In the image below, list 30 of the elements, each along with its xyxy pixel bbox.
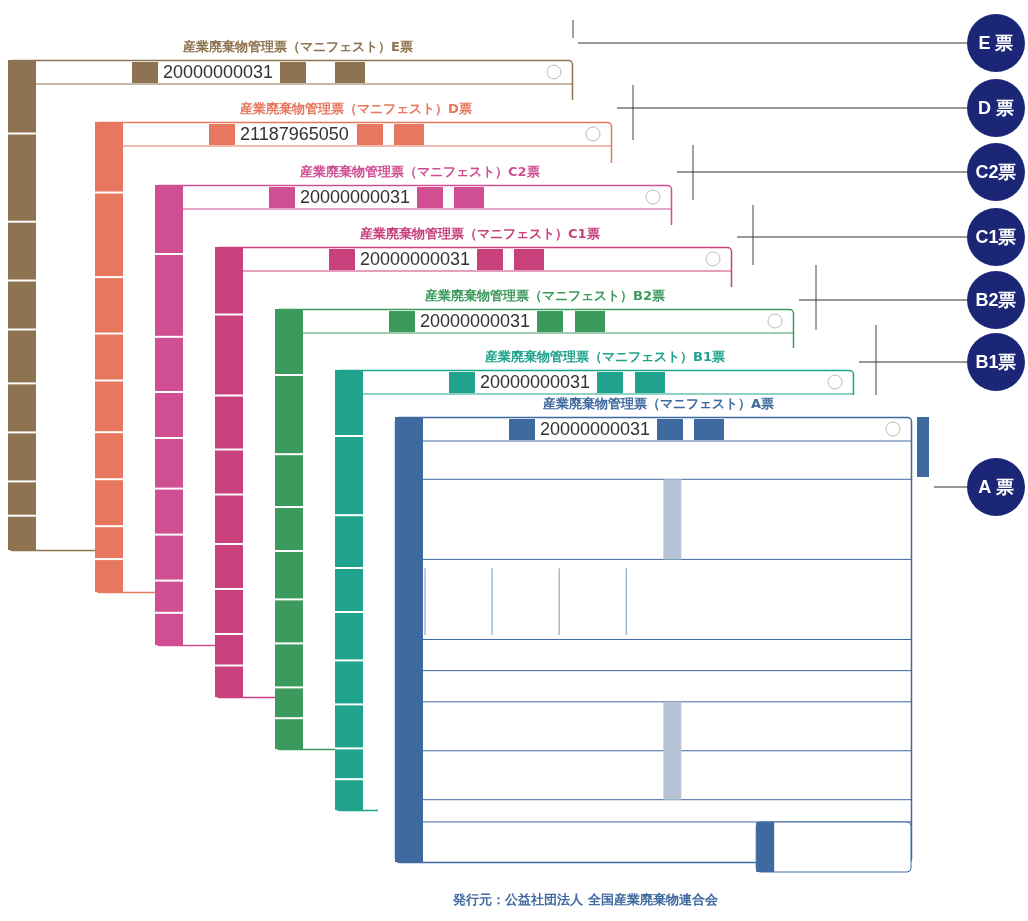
- sheet-title: 産業廃棄物管理票（マニフェスト）B1票: [485, 348, 725, 366]
- badge-circle: [967, 333, 1025, 391]
- badge-label: B1票: [975, 351, 1017, 374]
- sheet-title: 産業廃棄物管理票（マニフェスト）C1票: [360, 225, 600, 243]
- form-number: 21187965050: [237, 125, 352, 143]
- leader-line: [736, 236, 968, 238]
- badge-label: C1票: [975, 226, 1017, 249]
- badge-circle: [967, 208, 1025, 266]
- badge-circle: [967, 271, 1025, 329]
- leader-line: [676, 171, 968, 173]
- badge-circle: [967, 143, 1025, 201]
- sheet-title: 産業廃棄物管理票（マニフェスト）D票: [240, 100, 472, 118]
- badge-label: E 票: [978, 32, 1014, 55]
- leader-line: [798, 299, 968, 301]
- leader-line: [858, 361, 968, 363]
- leader-line: [577, 42, 968, 44]
- sheet-title: 産業廃棄物管理票（マニフェスト）C2票: [300, 163, 540, 181]
- leader-line: [616, 107, 968, 109]
- badge-circle: [967, 458, 1025, 516]
- sheet-title: 産業廃棄物管理票（マニフェスト）E票: [183, 38, 413, 56]
- badge-label: C2票: [975, 161, 1017, 184]
- badge-label: B2票: [975, 289, 1017, 312]
- sheet-title: 産業廃棄物管理票（マニフェスト）A票: [543, 395, 775, 413]
- badge-label: D 票: [978, 97, 1014, 120]
- sheet-title: 産業廃棄物管理票（マニフェスト）B2票: [425, 287, 665, 305]
- badge-label: A 票: [978, 476, 1014, 499]
- leader-line: [933, 486, 968, 488]
- badge-circle: [967, 79, 1025, 137]
- publisher-note: 発行元：公益社団法人 全国産業廃棄物連合会: [453, 891, 718, 909]
- badge-circle: [967, 14, 1025, 72]
